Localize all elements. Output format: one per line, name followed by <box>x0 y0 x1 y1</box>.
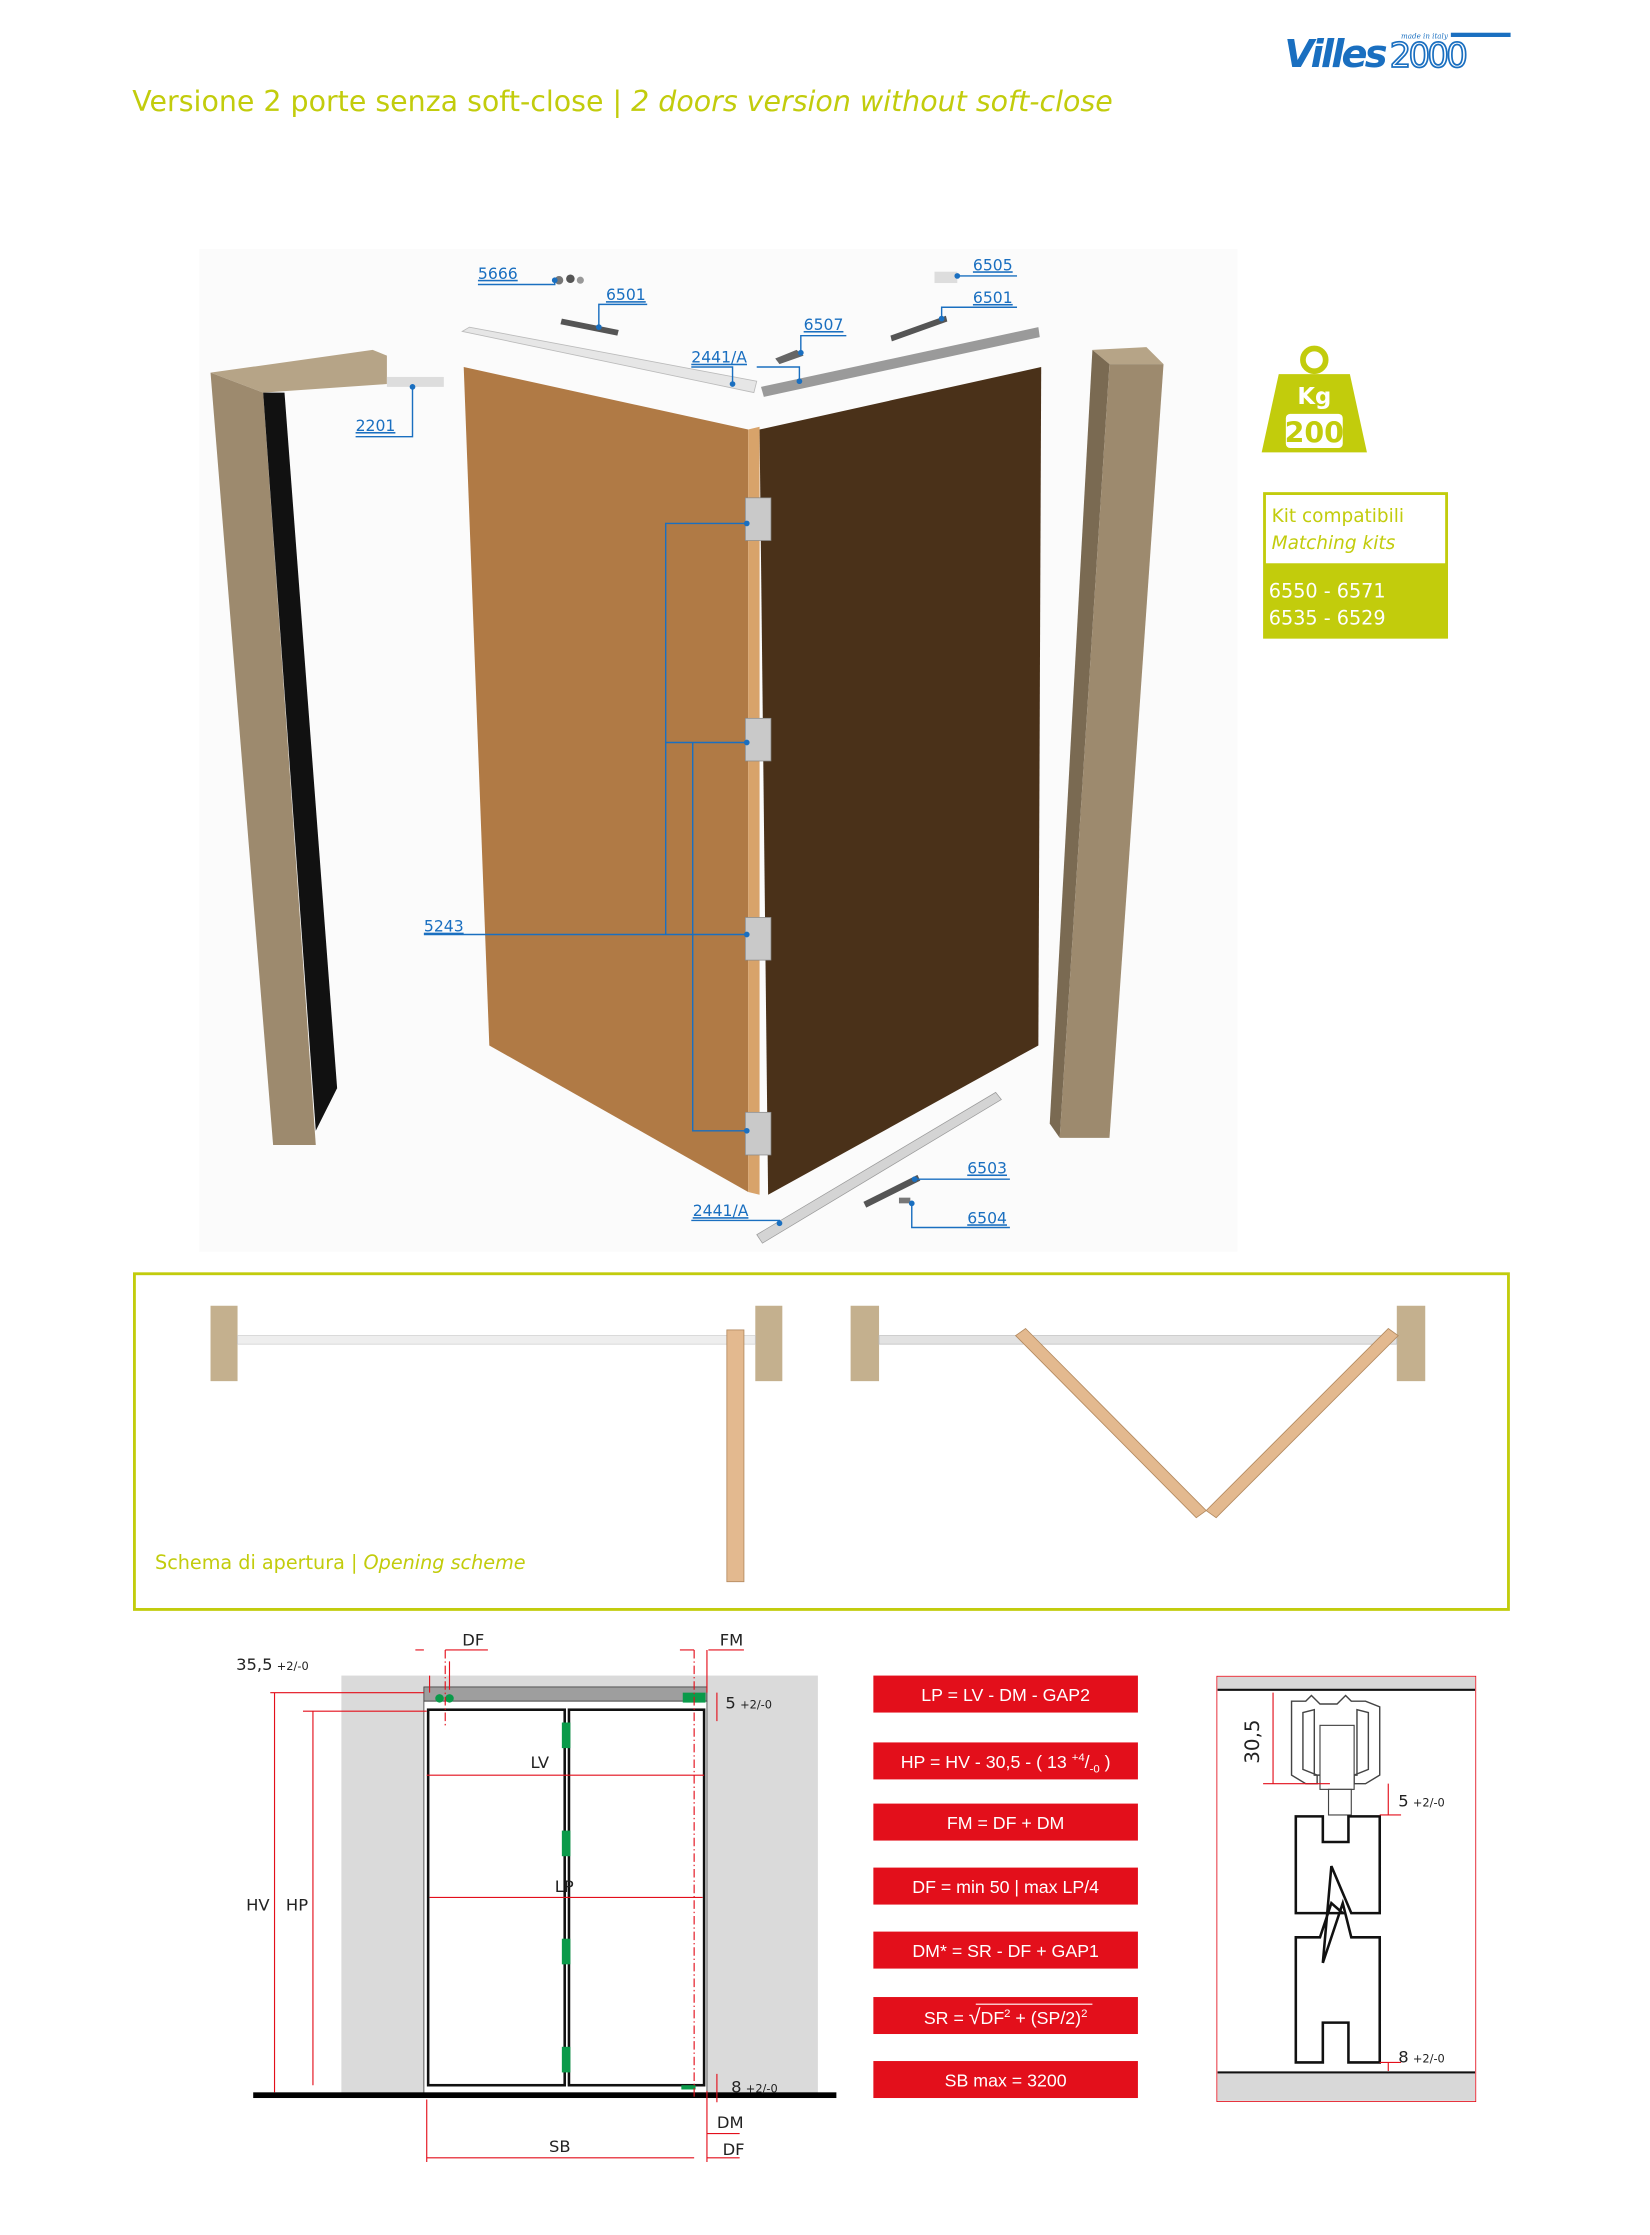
opening-scheme-label: Schema di apertura | Opening scheme <box>155 1551 526 1574</box>
part-label-2441a: 2441/A <box>693 1201 749 1220</box>
dim-top-gap: 35,5+2/-0 <box>236 1655 309 1674</box>
dim-df-bottom: DF <box>723 2140 745 2159</box>
part-label-6505: 6505 <box>973 255 1013 274</box>
dim-hp: HP <box>286 1895 308 1914</box>
formula-sr: SR = √DF2 + (SP/2)2 <box>924 2005 1088 2029</box>
profile-height: 30,5 <box>1241 1719 1264 1763</box>
part-label-5243: 5243 <box>424 917 464 936</box>
track-profile-detail: 30,5 5+2/-0 8+2/-0 <box>1216 1675 1477 2103</box>
formula-df: DF = min 50 | max LP/4 <box>912 1877 1099 1897</box>
svg-text:Kg: Kg <box>1297 384 1331 410</box>
logo-number: 2000 <box>1390 36 1467 76</box>
formula-sb: SB max = 3200 <box>945 2071 1067 2091</box>
page-title: Versione 2 porte senza soft-close | 2 do… <box>132 85 1112 118</box>
svg-text:200: 200 <box>1285 416 1344 449</box>
formula-lp: LP = LV - DM - GAP2 <box>921 1685 1090 1705</box>
logo-tagline: made in italy <box>1401 31 1449 40</box>
part-label-6507: 6507 <box>804 315 844 334</box>
part-label-6503: 6503 <box>967 1158 1007 1177</box>
part-label-6501: 6501 <box>973 288 1013 307</box>
formula-dm: DM* = SR - DF + GAP1 <box>912 1941 1099 1961</box>
svg-text:6535 - 6529: 6535 - 6529 <box>1269 606 1386 629</box>
formula-list: LP = LV - DM - GAP2 HP = HV - 30,5 - ( 1… <box>873 1675 1138 2099</box>
formula-hp: HP = HV - 30,5 - ( 13 +4/-0 ) <box>901 1752 1111 1775</box>
dim-fm: FM <box>720 1631 744 1650</box>
dim-lv: LV <box>531 1753 550 1772</box>
part-label-6504: 6504 <box>967 1208 1007 1227</box>
formula-fm: FM = DF + DM <box>947 1813 1064 1833</box>
exploded-door-view: 5666 6501 6505 6501 6507 2441/A 2201 524… <box>199 248 1238 1252</box>
part-label-2201: 2201 <box>356 416 396 435</box>
profile-top-gap: 5+2/-0 <box>1398 1791 1445 1810</box>
dim-floor-gap: 8+2/-0 <box>731 2077 778 2096</box>
weight-icon <box>1300 345 1329 375</box>
dim-rail-gap: 5+2/-0 <box>725 1693 772 1712</box>
dim-sb: SB <box>549 2137 571 2156</box>
dimension-diagram: DF FM 35,5+2/-0 5+2/-0 LV LP HV HP 8+2/-… <box>236 1631 837 2163</box>
logo-brand: Villes <box>1284 32 1386 77</box>
opening-scheme: Schema di apertura | Opening scheme <box>133 1272 1510 1611</box>
part-label-5666: 5666 <box>478 264 518 283</box>
svg-text:Kit compatibili: Kit compatibili <box>1272 506 1404 527</box>
dim-lp: LP <box>555 1877 574 1896</box>
dim-df-top: DF <box>462 1631 484 1650</box>
part-label-2441a: 2441/A <box>691 348 747 367</box>
dim-hv: HV <box>246 1895 270 1914</box>
profile-bottom-gap: 8+2/-0 <box>1398 2047 1445 2066</box>
logo: Villes 2000 made in italy <box>1284 31 1511 77</box>
matching-kits-box: Kit compatibili Matching kits 6550 - 657… <box>1263 492 1449 639</box>
svg-text:Matching kits: Matching kits <box>1272 533 1396 554</box>
svg-text:6550 - 6571: 6550 - 6571 <box>1269 579 1386 602</box>
dim-dm: DM <box>717 2113 744 2132</box>
weight-badge: Kg 200 <box>1261 345 1367 453</box>
part-label-6501: 6501 <box>606 285 646 304</box>
